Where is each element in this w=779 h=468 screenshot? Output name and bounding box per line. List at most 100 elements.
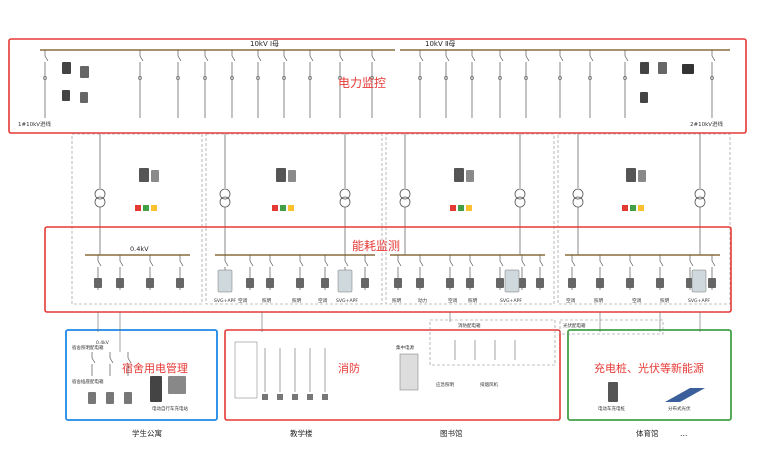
incoming-2-label: 2#10kV进线 <box>690 120 724 128</box>
lv-meter-icon <box>116 278 124 288</box>
meter-icon <box>62 90 70 101</box>
breaker-symbol <box>371 55 376 62</box>
breaker-symbol <box>525 55 530 62</box>
fire-content: 消防配电箱 集中电源 应急照明 排烟风机 <box>234 322 516 400</box>
hv-feeders <box>43 50 716 118</box>
lv-load-label: SVG+APF <box>688 298 710 304</box>
zone-fire <box>224 329 561 421</box>
breaker-symbol <box>499 55 504 62</box>
breaker-symbol <box>624 55 629 62</box>
display-icon <box>682 64 694 74</box>
lv-meter-icon <box>321 278 329 288</box>
breaker-symbol <box>499 260 504 267</box>
relay-icon <box>80 66 89 78</box>
fire-load-icon <box>322 394 328 400</box>
ct-symbol <box>176 76 180 80</box>
breaker-symbol <box>177 55 182 62</box>
ct-symbol <box>282 76 286 80</box>
ct-symbol <box>623 76 627 80</box>
lv-voltage-label: 0.4kV <box>130 245 149 253</box>
meter-icon <box>638 170 646 182</box>
ct-symbol <box>498 76 502 80</box>
zone-power-title: 电力监控 <box>338 76 386 90</box>
lv-meter-icon <box>94 278 102 288</box>
fire-load-icon <box>307 394 313 400</box>
breaker-symbol <box>599 260 604 267</box>
breaker-symbol <box>344 260 349 267</box>
dorm-content: 宿舍照明配电箱 宿舍插座配电箱 0.4kV 电动自行车充电站 <box>72 340 188 412</box>
svg-apf-cabinet-icon <box>504 269 520 293</box>
fire-load-icon <box>292 394 298 400</box>
breaker-symbol <box>119 260 124 267</box>
breaker-symbol <box>283 55 288 62</box>
substation-2-frame <box>205 133 383 305</box>
indicator-icon <box>135 205 141 211</box>
bus-1-label: 10kV Ⅰ母 <box>250 40 279 48</box>
lv-meter-icon <box>568 278 576 288</box>
emergency-light-label: 应急照明 <box>436 381 454 388</box>
breaker-symbol <box>309 55 314 62</box>
lv-meter-icon <box>246 278 254 288</box>
indicator-icon <box>622 205 628 211</box>
transformers <box>94 134 706 255</box>
svg-apf-cabinet-icon <box>691 269 707 293</box>
dorm-devices <box>88 352 186 404</box>
lv-meter-icon <box>656 278 664 288</box>
bus-2-label: 10kV Ⅱ母 <box>425 40 455 48</box>
lv-load-label: 照明 <box>392 298 402 304</box>
breaker-symbol <box>257 55 262 62</box>
hv-devices <box>62 62 694 103</box>
ev-bike-label: 电动自行车充电站 <box>152 405 188 412</box>
transformer-section <box>71 133 731 305</box>
indicator-icon <box>638 205 644 211</box>
transformer-icon <box>572 196 584 208</box>
breaker-symbol <box>224 260 229 267</box>
breaker-symbol <box>659 260 664 267</box>
substation-4-frame <box>557 133 731 305</box>
zone-dorm-title: 宿舍用电管理 <box>122 361 188 375</box>
breaker-symbol <box>571 260 576 267</box>
indicator-icon <box>466 205 472 211</box>
transformer-icon <box>94 196 106 208</box>
lv-load-label: SVG+APF <box>214 298 236 304</box>
indicator-icon <box>272 205 278 211</box>
protection-relay-icon <box>276 168 286 182</box>
lv-meter-icon <box>466 278 474 288</box>
transformer-icon <box>514 196 526 208</box>
lv-meter-icon <box>536 278 544 288</box>
breaker-symbol <box>44 55 49 62</box>
ct-symbol <box>710 76 714 80</box>
dist-pv-label: 分布式光伏 <box>668 405 691 412</box>
lv-load-label: SVG+APF <box>500 298 522 304</box>
building-library: 图书馆 <box>440 428 463 438</box>
zone-power-monitor <box>8 38 747 134</box>
transformer-icon <box>694 188 706 200</box>
lv-load-label: 空调 <box>318 297 328 304</box>
connectors <box>97 312 701 352</box>
ct-symbol <box>470 76 474 80</box>
lv-feeders <box>94 255 716 293</box>
breaker-symbol <box>324 260 329 267</box>
breaker-symbol <box>91 357 96 364</box>
meter-icon <box>288 170 296 182</box>
breaker-symbol <box>339 55 344 62</box>
meter-icon <box>62 62 71 74</box>
breaker-symbol <box>419 260 424 267</box>
indicator-icon <box>143 205 149 211</box>
fire-dist-box <box>234 341 258 399</box>
central-power-label: 集中电源 <box>396 344 414 351</box>
lv-meter-icon <box>266 278 274 288</box>
ev-charger-label: 电动车充电桩 <box>598 405 625 412</box>
transformer-icon <box>694 196 706 208</box>
breaker-symbol <box>469 260 474 267</box>
new-energy-content: 光伏配电箱 电动车充电桩 分布式光伏 <box>563 322 705 412</box>
indicator-icon <box>458 205 464 211</box>
protection-relay-icon <box>626 168 636 182</box>
meter-icon <box>151 170 159 182</box>
fire-dist-frame <box>429 319 556 366</box>
lv-load-label: 空调 <box>238 297 248 304</box>
dorm-bus-label: 0.4kV <box>96 340 110 346</box>
zone-dorm <box>65 329 218 421</box>
breaker-symbol <box>445 55 450 62</box>
